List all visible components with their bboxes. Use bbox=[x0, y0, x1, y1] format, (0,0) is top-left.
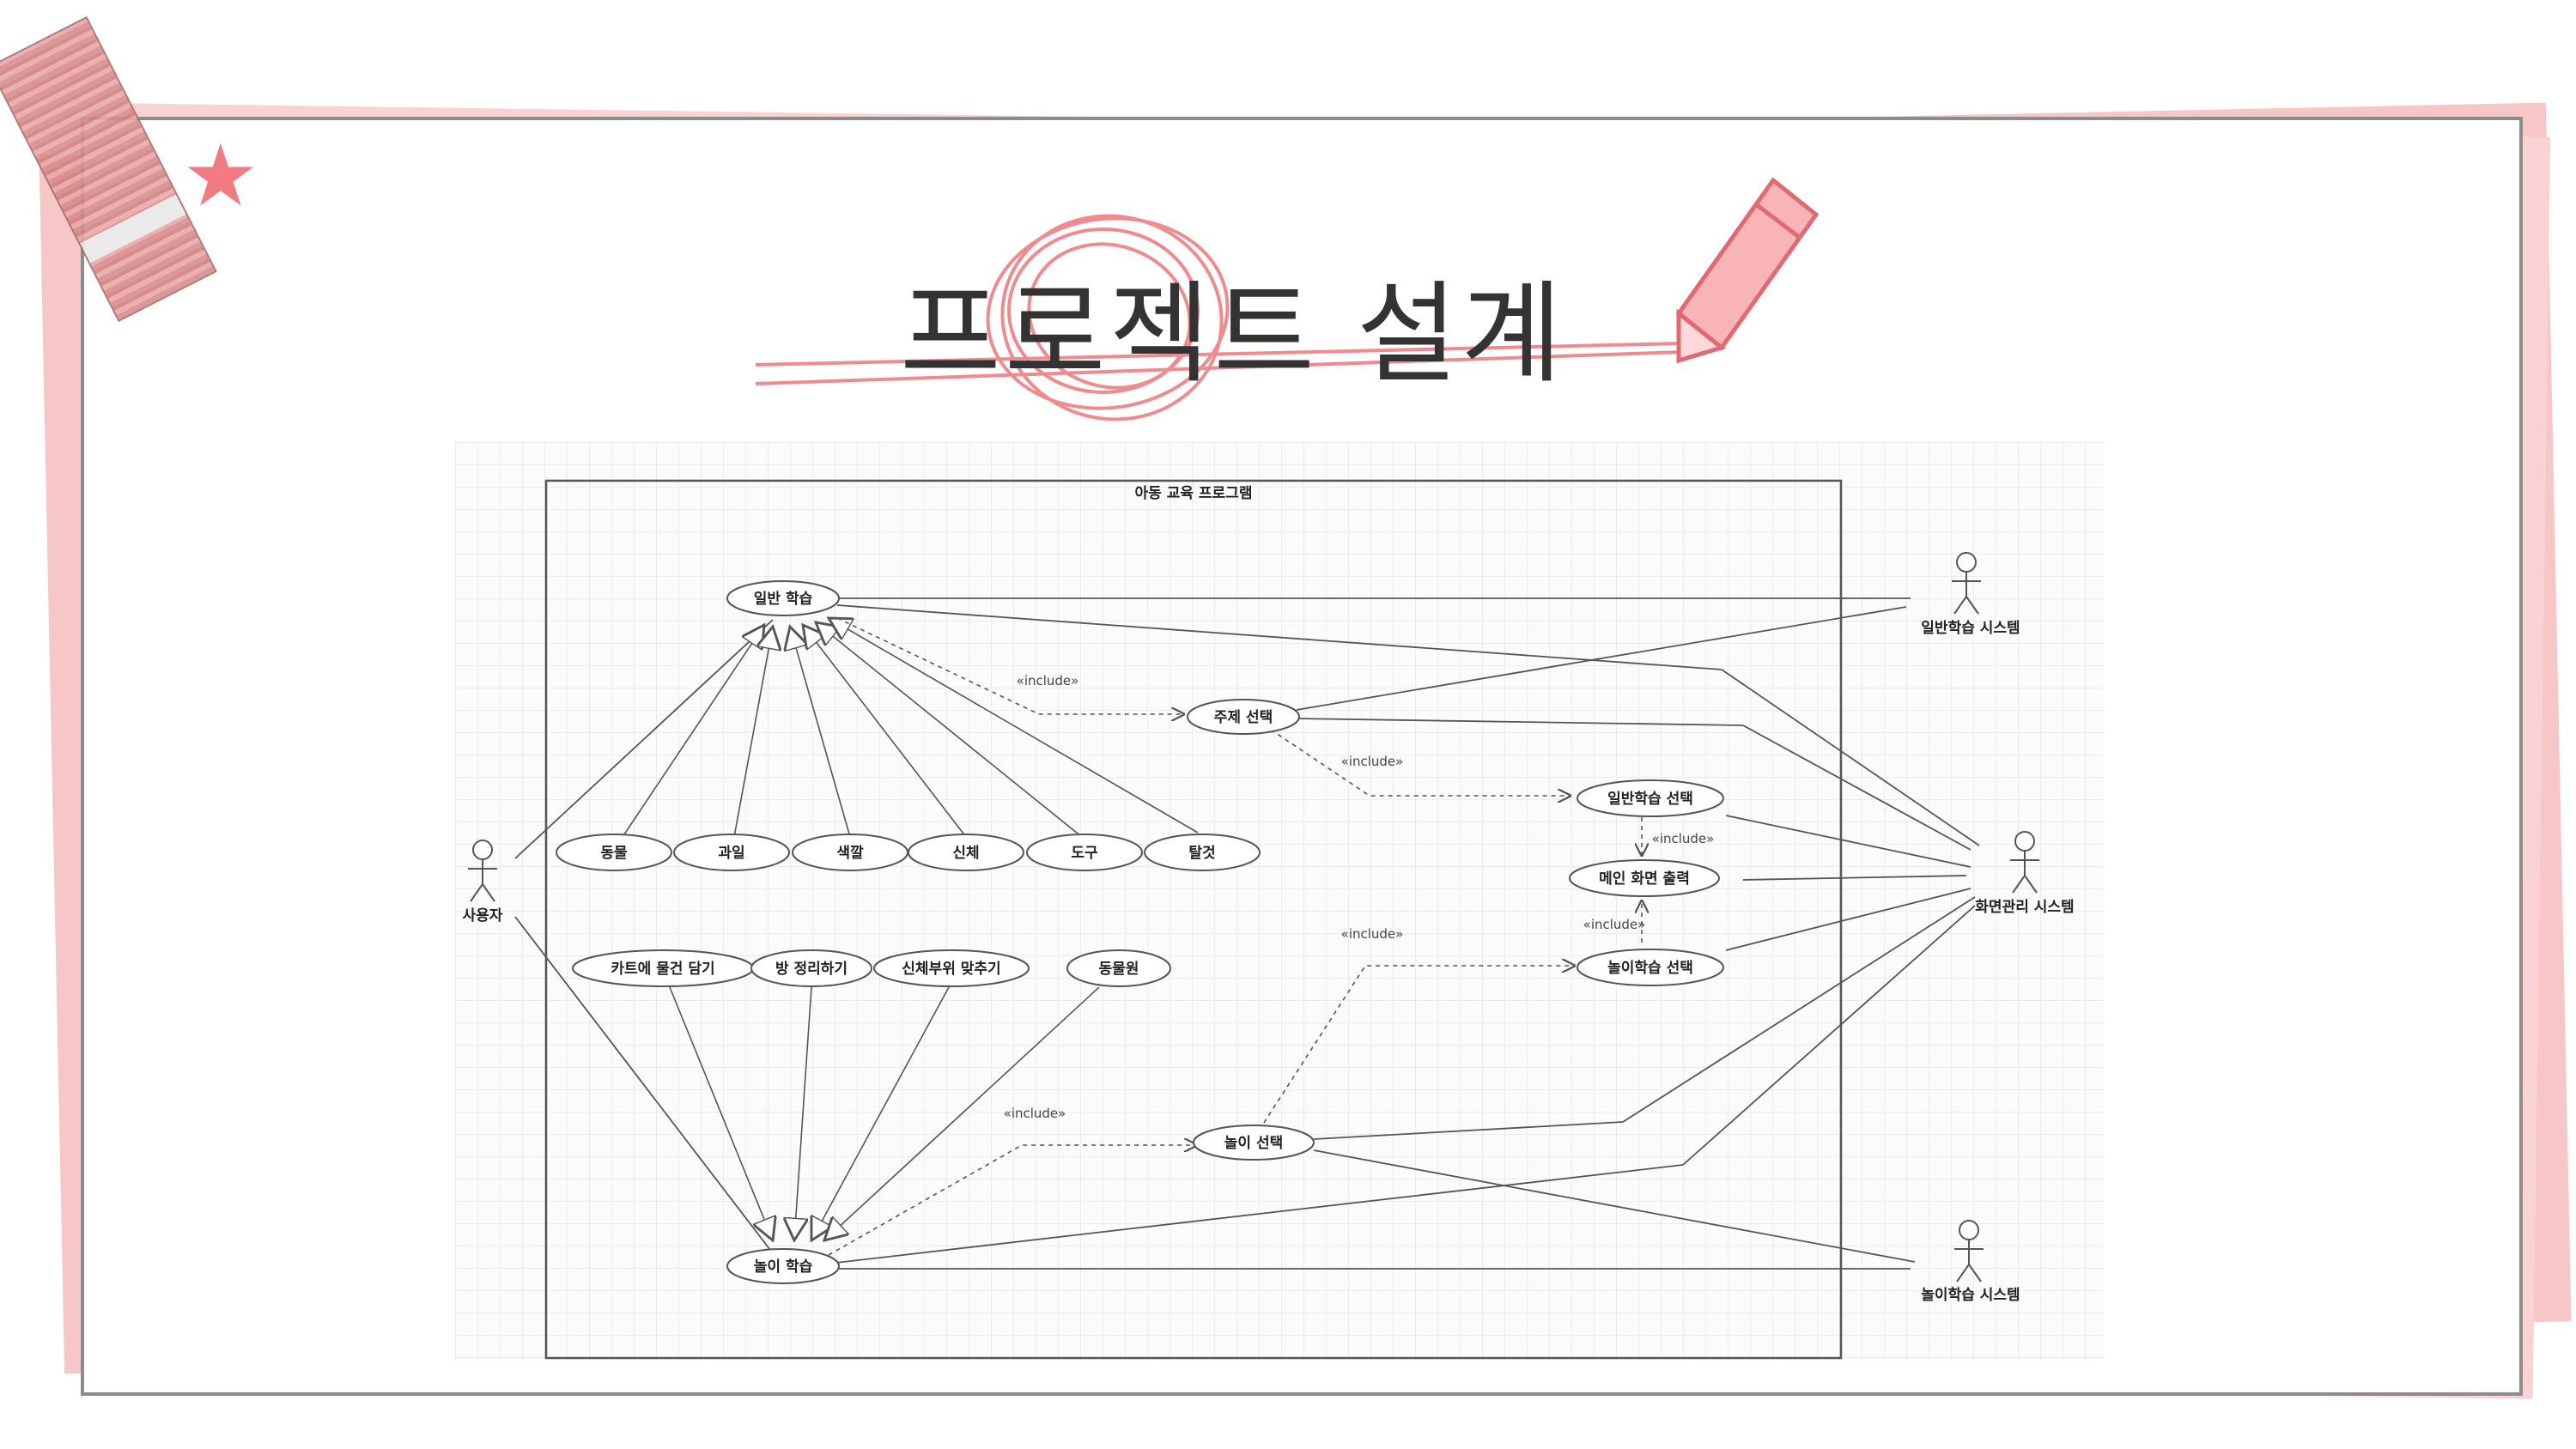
star-icon: ★ bbox=[182, 125, 259, 226]
use-case-topic-select bbox=[1187, 699, 1300, 735]
include-label: «include» bbox=[1583, 917, 1646, 932]
actor-label: 놀이학습 시스템 bbox=[1921, 1287, 2020, 1304]
include-label: «include» bbox=[1341, 926, 1404, 942]
actor-label: 사용자 bbox=[463, 907, 503, 925]
uc-label: 탈것 bbox=[1188, 844, 1215, 862]
uc-label: 놀이 학습 bbox=[754, 1258, 813, 1276]
uc-label: 방 정리하기 bbox=[775, 961, 848, 978]
generalization-lines bbox=[622, 618, 1199, 1240]
uc-label: 놀이학습 선택 bbox=[1607, 960, 1693, 977]
actor-screen-system-icon bbox=[2010, 831, 2039, 894]
pencil-icon bbox=[1675, 177, 1820, 364]
actor-label: 화면관리 시스템 bbox=[1975, 899, 2074, 916]
use-case-general-learning bbox=[726, 580, 840, 616]
use-case-room bbox=[750, 949, 872, 987]
include-lines bbox=[828, 617, 1642, 1256]
uc-label: 동물 bbox=[600, 845, 628, 862]
uc-label: 카트에 물건 담기 bbox=[611, 961, 714, 978]
uc-label: 신체부위 맞추기 bbox=[902, 961, 1000, 978]
include-label: «include» bbox=[1017, 673, 1079, 688]
use-case-general-select bbox=[1577, 779, 1724, 817]
uc-label: 일반학습 선택 bbox=[1607, 791, 1693, 808]
include-label: «include» bbox=[1341, 754, 1404, 769]
uc-label: 도구 bbox=[1071, 845, 1098, 862]
use-case-play-select-screen bbox=[1577, 949, 1724, 986]
actor-play-system-icon bbox=[1954, 1220, 1984, 1282]
uc-label: 주제 선택 bbox=[1214, 709, 1273, 726]
use-case-zoo bbox=[1066, 949, 1171, 987]
association-lines bbox=[514, 597, 1980, 1270]
actor-user-icon bbox=[468, 840, 497, 902]
use-case-fruit bbox=[673, 834, 790, 871]
actor-label: 일반학습 시스템 bbox=[1921, 620, 2020, 637]
uc-label: 신체 bbox=[952, 845, 979, 862]
system-boundary bbox=[544, 479, 1843, 1360]
use-case-play-learning bbox=[726, 1248, 840, 1284]
uc-label: 과일 bbox=[718, 845, 744, 862]
actor-general-system-icon bbox=[1952, 552, 1981, 615]
uc-label: 색깔 bbox=[836, 844, 864, 862]
use-case-body-parts bbox=[873, 949, 1030, 987]
uc-label: 메인 화면 출력 bbox=[1599, 870, 1690, 888]
uc-label: 동물원 bbox=[1099, 961, 1139, 978]
use-case-tool bbox=[1026, 834, 1143, 871]
uc-label: 일반 학습 bbox=[754, 591, 813, 608]
use-case-play-select bbox=[1193, 1125, 1315, 1161]
system-title: 아동 교육 프로그램 bbox=[1135, 485, 1253, 502]
uc-label: 놀이 선택 bbox=[1224, 1135, 1283, 1152]
include-label: «include» bbox=[1652, 831, 1715, 846]
use-case-body bbox=[908, 834, 1024, 871]
use-case-vehicle bbox=[1144, 834, 1261, 871]
slide-title: 프로젝트 설계 bbox=[900, 270, 1566, 398]
use-case-main-screen bbox=[1569, 859, 1720, 897]
use-case-animal bbox=[556, 834, 672, 871]
include-label: «include» bbox=[1004, 1106, 1066, 1121]
